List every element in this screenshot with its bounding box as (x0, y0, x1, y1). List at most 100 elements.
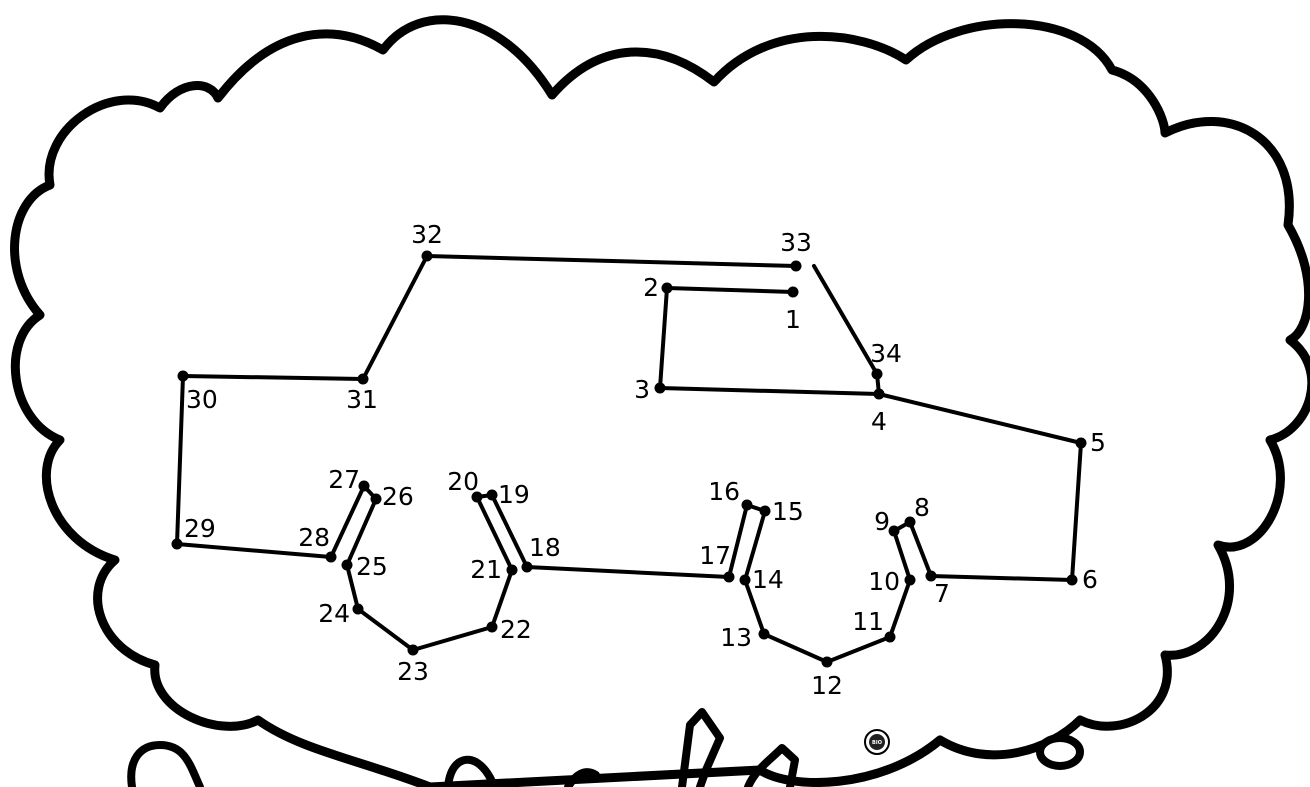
line-10-11 (888, 578, 912, 639)
dot-24[interactable] (352, 603, 364, 615)
dot-label-10: 10 (868, 567, 900, 596)
dot-label-5: 5 (1090, 428, 1106, 457)
dot-26[interactable] (370, 493, 382, 505)
dot-label-29: 29 (184, 514, 216, 543)
dot-27[interactable] (358, 480, 370, 492)
dot-label-14: 14 (752, 565, 784, 594)
dot-label-19: 19 (498, 480, 530, 509)
dot-label-20: 20 (447, 467, 479, 496)
line-4-5 (877, 392, 1083, 445)
dot-label-30: 30 (186, 385, 218, 414)
dot-17[interactable] (723, 571, 735, 583)
line-28-29 (175, 542, 333, 559)
line-13-14 (743, 578, 766, 636)
dot-label-26: 26 (382, 482, 414, 511)
dot-label-8: 8 (914, 493, 930, 522)
dot-7[interactable] (925, 570, 937, 582)
line-14-15 (743, 509, 767, 582)
dot-label-12: 12 (811, 671, 843, 700)
line-25-26 (345, 497, 378, 567)
line-9-10 (892, 529, 912, 582)
dot-25[interactable] (341, 559, 353, 571)
line-20-21 (475, 495, 514, 572)
dot-4[interactable] (873, 388, 885, 400)
dot-label-32: 32 (411, 220, 443, 249)
dot-14[interactable] (739, 574, 751, 586)
bottom-decorations (127, 708, 799, 787)
dot-9[interactable] (888, 525, 900, 537)
line-27-28 (329, 484, 366, 559)
line-17-18 (525, 565, 731, 579)
dot-label-25: 25 (356, 552, 388, 581)
dot-29[interactable] (171, 538, 183, 550)
dot-16[interactable] (741, 499, 753, 511)
dot-28[interactable] (325, 551, 337, 563)
dot-13[interactable] (758, 628, 770, 640)
line-33-34 (812, 264, 879, 376)
dot-label-27: 27 (328, 465, 360, 494)
dot-label-6: 6 (1082, 565, 1098, 594)
dot-label-11: 11 (852, 607, 884, 636)
dot-label-17: 17 (699, 541, 731, 570)
seal-logo-icon: BIO (864, 729, 890, 755)
dot-11[interactable] (884, 631, 896, 643)
connecting-lines (175, 254, 1083, 664)
dot-label-3: 3 (634, 375, 650, 404)
line-16-17 (727, 503, 749, 579)
dot-8[interactable] (904, 516, 916, 528)
dot-19[interactable] (486, 489, 498, 501)
dot-1[interactable] (787, 286, 799, 298)
dot-33[interactable] (790, 260, 802, 272)
dot-32[interactable] (421, 250, 433, 262)
dot-label-31: 31 (346, 385, 378, 414)
dot-label-15: 15 (772, 497, 804, 526)
dot-3[interactable] (654, 382, 666, 394)
line-1-2 (665, 286, 795, 294)
line-32-33 (425, 254, 798, 268)
line-5-6 (1070, 441, 1083, 582)
line-29-30 (175, 374, 185, 546)
line-2-3 (658, 286, 669, 390)
dot-34[interactable] (871, 368, 883, 380)
dot-30[interactable] (177, 370, 189, 382)
dot-2[interactable] (661, 282, 673, 294)
dot-23[interactable] (407, 644, 419, 656)
dot-5[interactable] (1075, 437, 1087, 449)
dot-label-9: 9 (874, 507, 890, 536)
dot-31[interactable] (357, 373, 369, 385)
dot-label-4: 4 (871, 407, 887, 436)
line-23-24 (356, 607, 415, 652)
dot-15[interactable] (759, 505, 771, 517)
dot-label-2: 2 (643, 273, 659, 302)
line-12-13 (762, 632, 829, 664)
dot-label-24: 24 (318, 599, 350, 628)
dot-label-33: 33 (780, 228, 812, 257)
dot-label-1: 1 (785, 305, 801, 334)
dot-12[interactable] (821, 656, 833, 668)
small-thought-bubble (1036, 734, 1084, 770)
dot-label-16: 16 (708, 477, 740, 506)
dot-22[interactable] (486, 621, 498, 633)
line-24-25 (345, 563, 360, 611)
dot-21[interactable] (506, 564, 518, 576)
line-18-19 (490, 493, 529, 569)
dot-label-7: 7 (934, 579, 950, 608)
dot-20[interactable] (471, 491, 483, 503)
dot-6[interactable] (1066, 574, 1078, 586)
dot-label-22: 22 (500, 615, 532, 644)
line-21-22 (490, 568, 514, 629)
thought-cloud-outline (10, 15, 1310, 787)
line-7-8 (908, 520, 933, 578)
dot-10[interactable] (904, 574, 916, 586)
line-6-7 (929, 574, 1074, 582)
dot-label-23: 23 (397, 657, 429, 686)
dot-label-21: 21 (470, 555, 502, 584)
dot-18[interactable] (521, 561, 533, 573)
line-22-23 (411, 625, 494, 652)
dot-label-18: 18 (529, 533, 561, 562)
numbered-dots: 1234567891011121314151617181920212223242… (171, 220, 1106, 700)
line-11-12 (825, 635, 892, 664)
line-30-31 (181, 374, 365, 381)
dot-label-34: 34 (870, 339, 902, 368)
